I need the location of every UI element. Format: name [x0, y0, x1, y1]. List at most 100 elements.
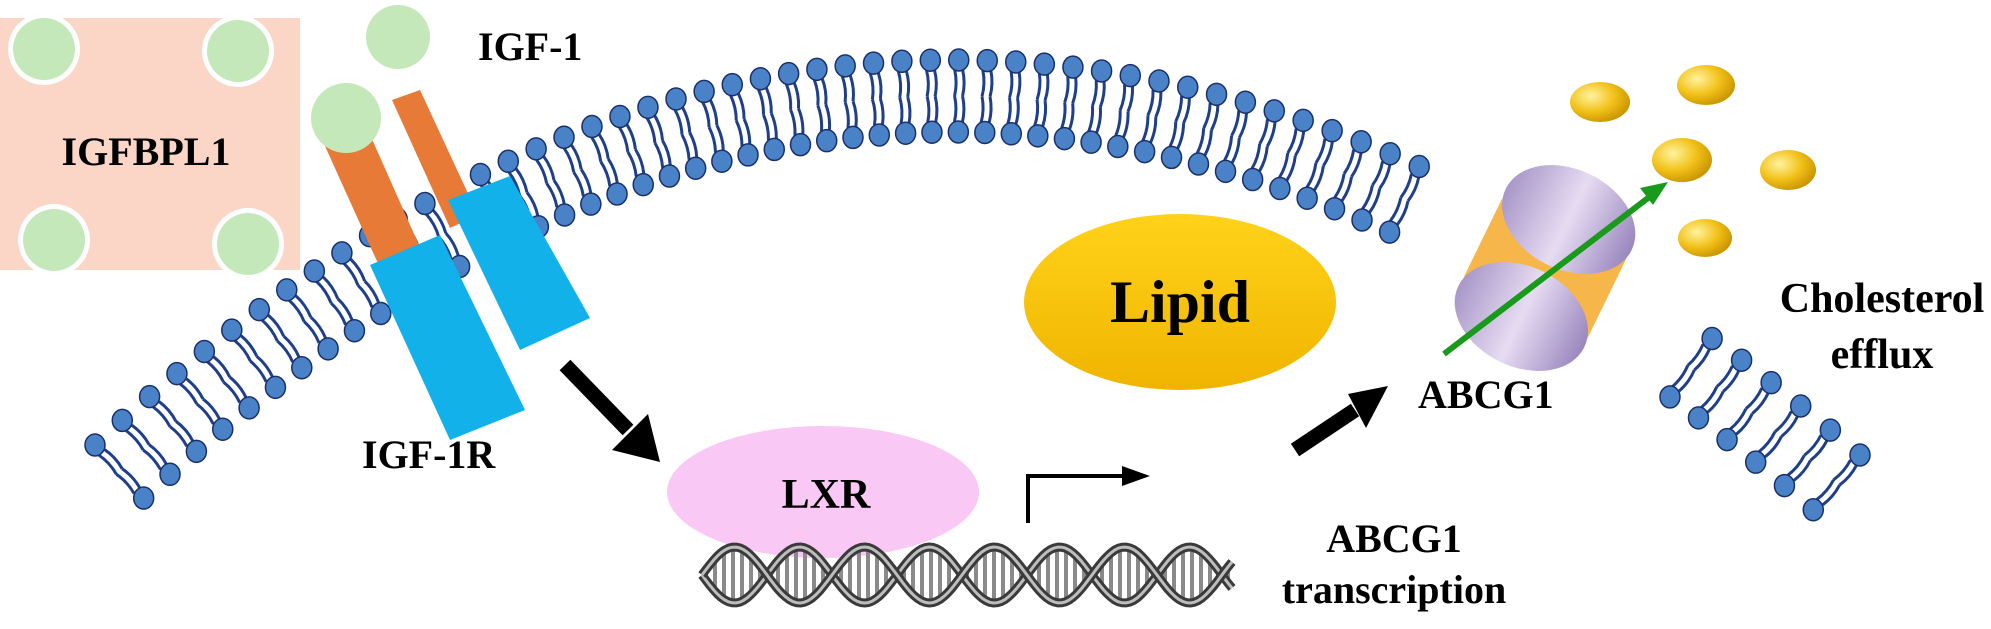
- lipid-tail: [816, 105, 824, 132]
- lipid-tail: [1176, 123, 1186, 150]
- phospholipid-pair: [947, 48, 970, 144]
- lipid-tail: [1780, 415, 1799, 438]
- lipid-head: [1323, 196, 1346, 221]
- lipid-head: [1080, 130, 1102, 154]
- lipid-tail: [876, 72, 883, 99]
- lipid-head: [806, 57, 828, 82]
- lipid-tail: [673, 108, 684, 135]
- lipid-tail: [1792, 459, 1812, 482]
- lipid-tail: [1744, 387, 1764, 410]
- phospholipid-pair: [553, 125, 602, 216]
- phospholipid-pair: [581, 114, 628, 206]
- lxr-label: LXR: [782, 472, 871, 518]
- igf1-ball-top-right: [207, 20, 269, 82]
- lipid-head: [684, 156, 707, 180]
- lipid-tail: [1686, 343, 1705, 367]
- lipid-tail: [1757, 430, 1777, 454]
- lipid-tail: [288, 299, 306, 323]
- phospholipid-pair: [1716, 370, 1782, 452]
- lipid-tail: [1223, 135, 1234, 162]
- phospholipid-pair: [891, 49, 917, 145]
- lipid-tail: [1786, 454, 1806, 477]
- lipid-tail: [552, 179, 566, 205]
- lipid-head: [581, 114, 603, 139]
- lipid-tail: [769, 112, 778, 139]
- lipid-head: [658, 164, 681, 188]
- lipid-head: [276, 278, 298, 302]
- lipid-tail: [661, 139, 672, 166]
- lipid-head: [1107, 134, 1129, 159]
- lipid-tail: [195, 402, 215, 425]
- lipid-tail: [653, 142, 665, 168]
- lipid-tail: [1735, 412, 1754, 436]
- igf1-ball-bottom-right: [217, 213, 279, 275]
- lipid-tail: [330, 301, 347, 326]
- lipid-tail: [736, 92, 746, 119]
- lipid-tail: [634, 148, 646, 175]
- lipid-tail: [1305, 162, 1318, 189]
- lipid-head: [193, 339, 216, 364]
- lipid-tail: [294, 294, 313, 318]
- lipid-head: [1090, 59, 1113, 83]
- lipid-head: [553, 125, 575, 150]
- lipid-tail: [152, 405, 172, 428]
- lipid-head: [343, 319, 366, 343]
- lipid-head: [1379, 141, 1401, 166]
- lipid-tail: [1090, 80, 1098, 107]
- lipid-head: [868, 123, 891, 147]
- receptor-alpha-subunit-right: [392, 90, 478, 228]
- lipid-tail: [336, 297, 354, 321]
- lipid-tail: [222, 381, 242, 404]
- lipid-tail: [1146, 89, 1155, 117]
- phospholipid-pair: [303, 259, 366, 343]
- phospholipid-pair: [1351, 141, 1401, 232]
- lipid-head: [1744, 450, 1767, 474]
- lipid-tail: [1406, 176, 1421, 202]
- lipid-head: [138, 384, 161, 409]
- lipid-tail: [734, 120, 744, 147]
- lipid-head: [1716, 427, 1738, 452]
- lipid-head: [1000, 122, 1023, 146]
- phospholipid-pair: [693, 79, 733, 173]
- lipid-tail: [169, 425, 189, 448]
- lipid-tail: [349, 258, 367, 282]
- lipid-tail: [212, 355, 232, 378]
- lipid-tail: [175, 420, 195, 442]
- lipid-tail: [142, 448, 162, 471]
- lipid-tail: [1126, 86, 1135, 113]
- phospholipid-pair: [193, 339, 260, 420]
- phospholipid-pair: [1802, 443, 1871, 522]
- lipid-head: [1730, 348, 1753, 372]
- lipid-tail: [131, 424, 151, 446]
- phospholipid-pair: [1773, 418, 1842, 498]
- lipid-tail: [599, 160, 612, 187]
- phospholipid-pair: [1187, 82, 1228, 176]
- lipid-tail: [960, 95, 966, 123]
- lipid-tail: [1396, 200, 1410, 226]
- phospholipid-pair: [1000, 50, 1027, 146]
- lipid-tail: [1203, 130, 1213, 157]
- receptor-alpha-subunit-left: [320, 112, 430, 290]
- phospholipid-pair: [111, 408, 181, 487]
- lipid-head: [606, 182, 628, 206]
- lipid-tail: [1043, 74, 1050, 101]
- lipid-head: [632, 172, 655, 197]
- lipid-tail: [514, 167, 529, 193]
- lipid-tail: [729, 94, 738, 121]
- lipid-head: [1408, 154, 1430, 179]
- lipid-tail: [1174, 96, 1184, 123]
- lipid-tail: [688, 131, 699, 158]
- lipid-tail: [1693, 348, 1711, 372]
- igf1r-receptor: [311, 83, 590, 440]
- igf1r-label: IGF-1R: [362, 432, 496, 477]
- lipid-tail: [1706, 390, 1725, 414]
- abcg1-transcription-label-line1: ABCG1: [1326, 516, 1462, 561]
- lipid-tail: [1678, 369, 1696, 393]
- lipid-tail: [1803, 434, 1823, 457]
- lipid-tail: [784, 83, 793, 110]
- phospholipid-pair: [276, 278, 339, 361]
- lipid-head: [711, 149, 733, 173]
- cholesterol-ball: [1678, 219, 1732, 257]
- lipid-head: [185, 439, 208, 464]
